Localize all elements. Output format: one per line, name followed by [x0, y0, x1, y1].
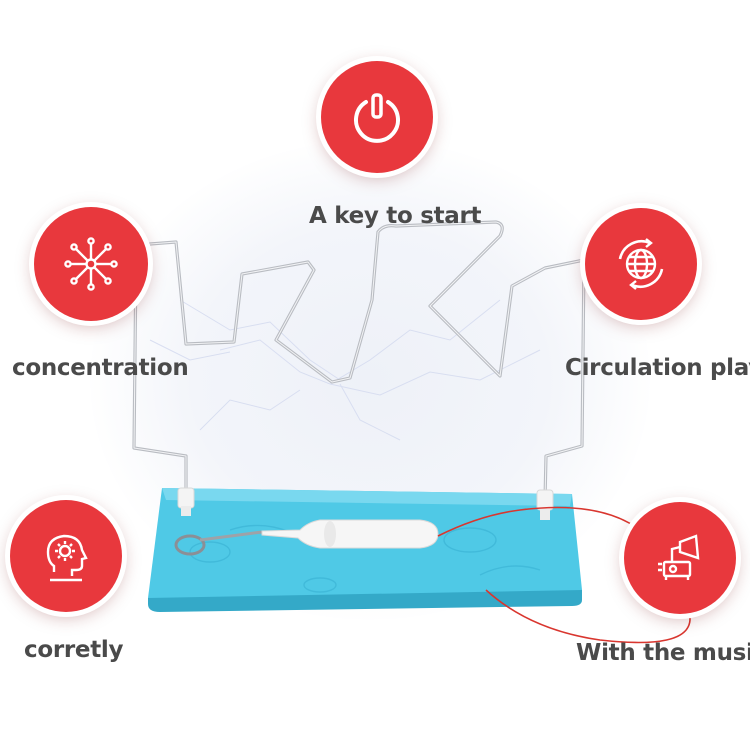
start-badge	[321, 61, 433, 173]
wire-posts	[177, 487, 554, 520]
loop-wand	[174, 519, 439, 556]
music-badge	[624, 502, 736, 614]
globe-cycle-icon	[610, 233, 672, 295]
power-icon	[346, 86, 408, 148]
gramophone-icon	[650, 528, 710, 588]
label-music: With the music	[576, 640, 750, 666]
electric-sparks	[149, 299, 541, 441]
concentration-badge	[34, 207, 148, 321]
label-correctly: corretly	[24, 637, 124, 663]
correctly-badge	[10, 500, 122, 612]
snowflake-network-icon	[62, 235, 120, 293]
blue-base	[148, 488, 582, 612]
head-gear-icon	[36, 526, 96, 586]
label-start: A key to start	[309, 203, 482, 229]
label-concentration: concentration	[12, 355, 189, 381]
label-circulation: Circulation play	[565, 355, 750, 381]
circulation-badge	[585, 208, 697, 320]
